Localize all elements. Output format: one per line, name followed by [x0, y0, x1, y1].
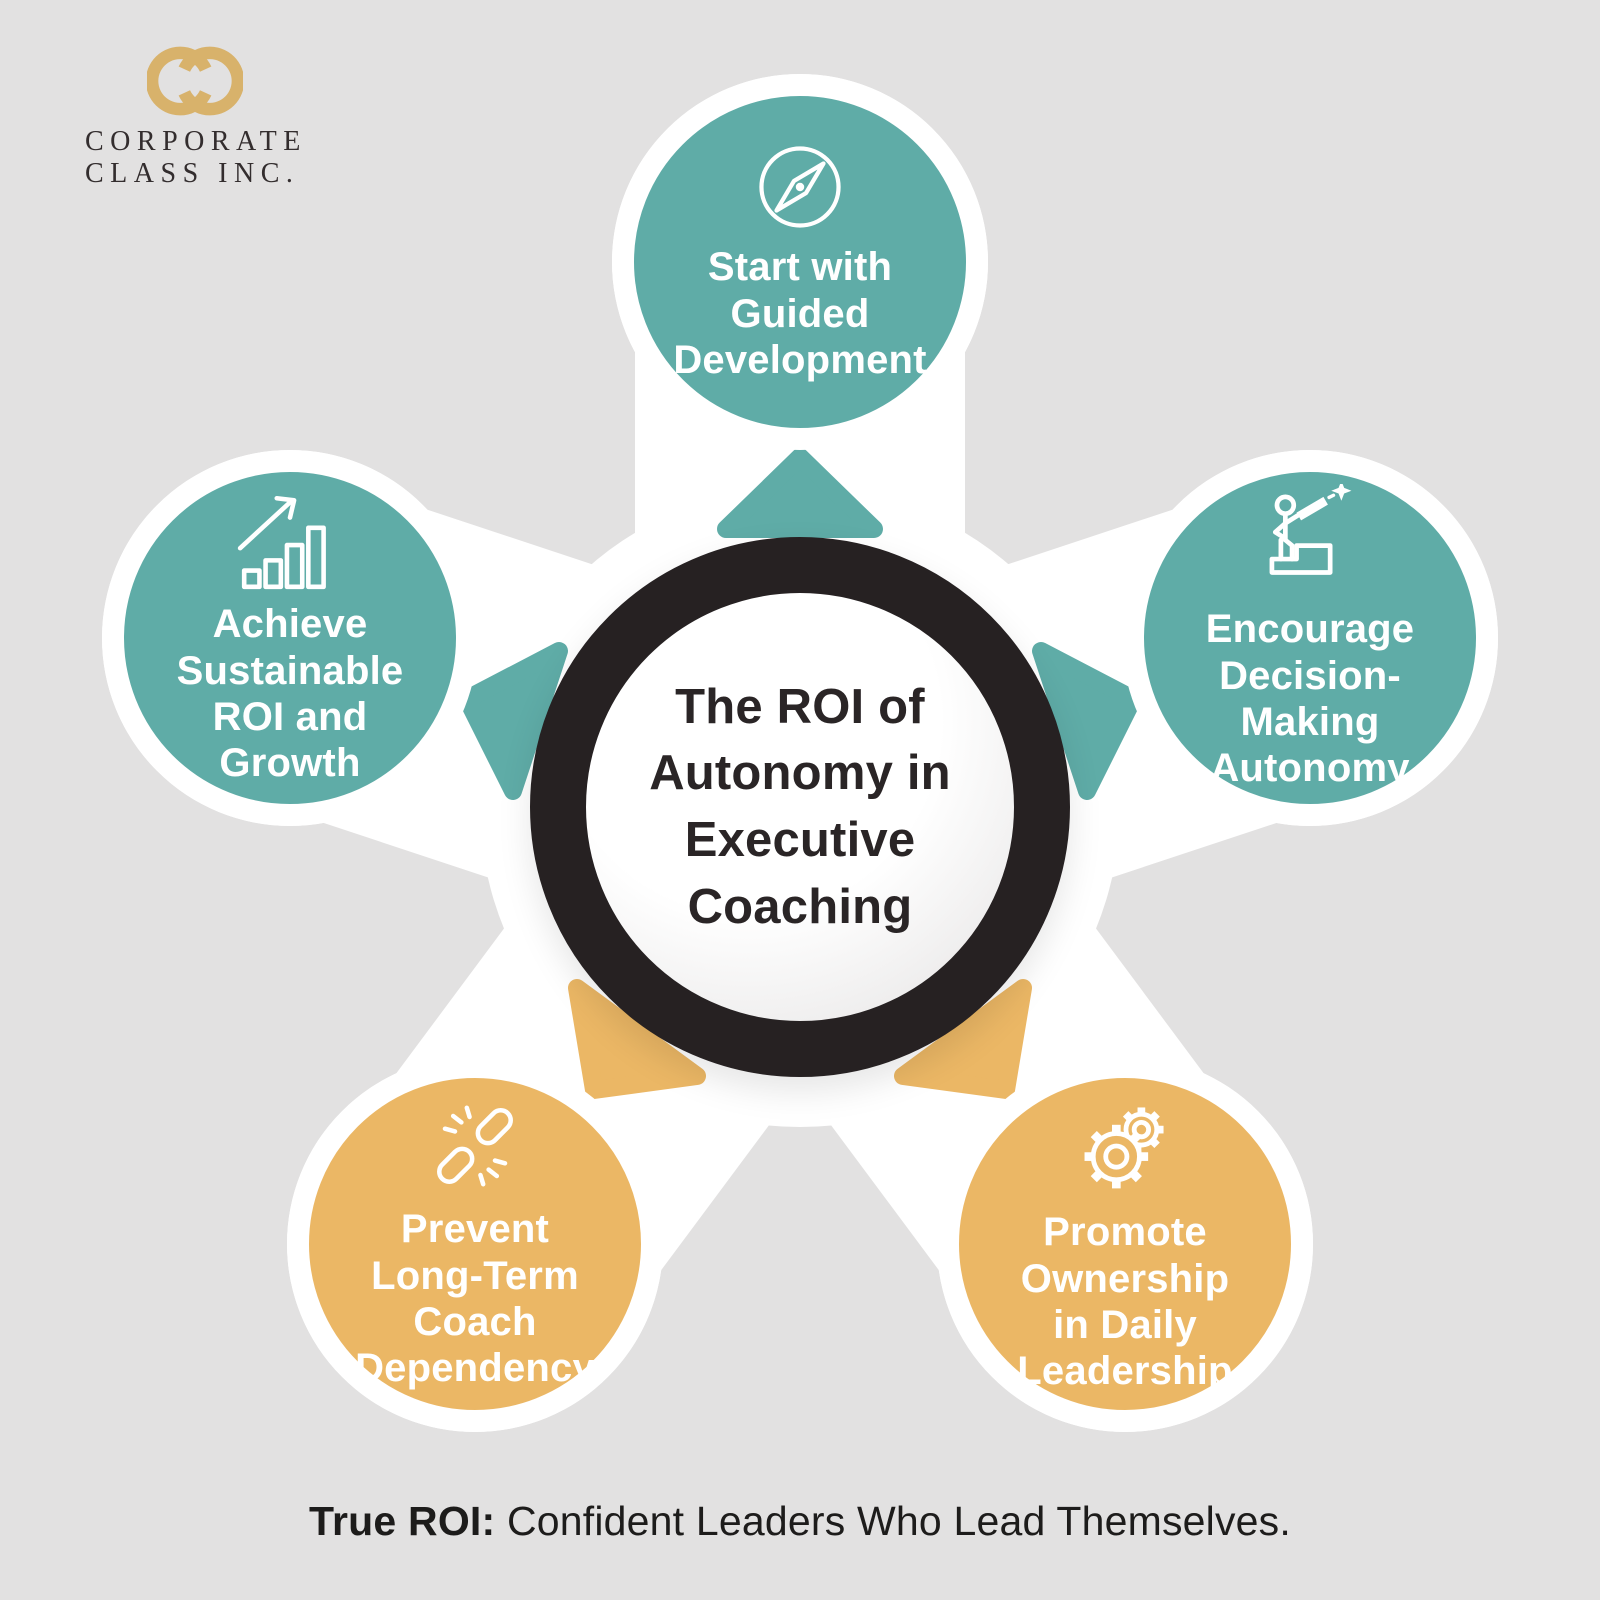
compass-icon	[759, 146, 841, 229]
pointer-triangle-bottom-right	[894, 979, 1032, 1099]
node-label: Promote Ownership in Daily Leadership	[1017, 1210, 1233, 1394]
brand-name-line2: CLASS INC.	[85, 158, 300, 190]
telescope-person-icon	[1269, 484, 1352, 576]
growth-chart-icon	[237, 496, 326, 590]
center-circle: The ROI of Autonomy in Executive Coachin…	[530, 537, 1070, 1077]
node-promote-ownership: Promote Ownership in Daily Leadership	[937, 1056, 1313, 1432]
cc-monogram-icon	[147, 46, 243, 116]
node-start-guided-development: Start with Guided Development	[612, 74, 988, 450]
gears-icon	[1084, 1107, 1164, 1189]
node-label: Prevent Long-Term Coach Dependency	[355, 1207, 595, 1391]
broken-chain-icon	[437, 1105, 513, 1187]
node-prevent-coach-dependency: Prevent Long-Term Coach Dependency	[287, 1056, 663, 1432]
caption-lead: True ROI:	[309, 1498, 496, 1544]
pointer-triangle-left	[458, 642, 568, 800]
node-label: Start with Guided Development	[673, 245, 927, 383]
pointer-triangle-bottom-left	[568, 979, 706, 1099]
brand-name: CORPORATE CLASS INC.	[85, 126, 365, 191]
pointer-triangle-right	[1032, 642, 1142, 800]
node-label: Achieve Sustainable ROI and Growth	[176, 602, 404, 786]
caption: True ROI: Confident Leaders Who Lead The…	[0, 1498, 1600, 1545]
node-encourage-decision-autonomy: Encourage Decision- Making Autonomy	[1122, 450, 1498, 826]
brand-name-line1: CORPORATE	[85, 126, 307, 157]
node-achieve-sustainable-roi: Achieve Sustainable ROI and Growth	[102, 450, 478, 826]
center-title: The ROI of Autonomy in Executive Coachin…	[649, 679, 951, 934]
brand-logo: CORPORATE CLASS INC.	[85, 44, 365, 191]
caption-rest: Confident Leaders Who Lead Themselves.	[495, 1498, 1291, 1544]
node-label: Encourage Decision- Making Autonomy	[1205, 607, 1415, 791]
pointer-triangle-top	[717, 448, 883, 538]
